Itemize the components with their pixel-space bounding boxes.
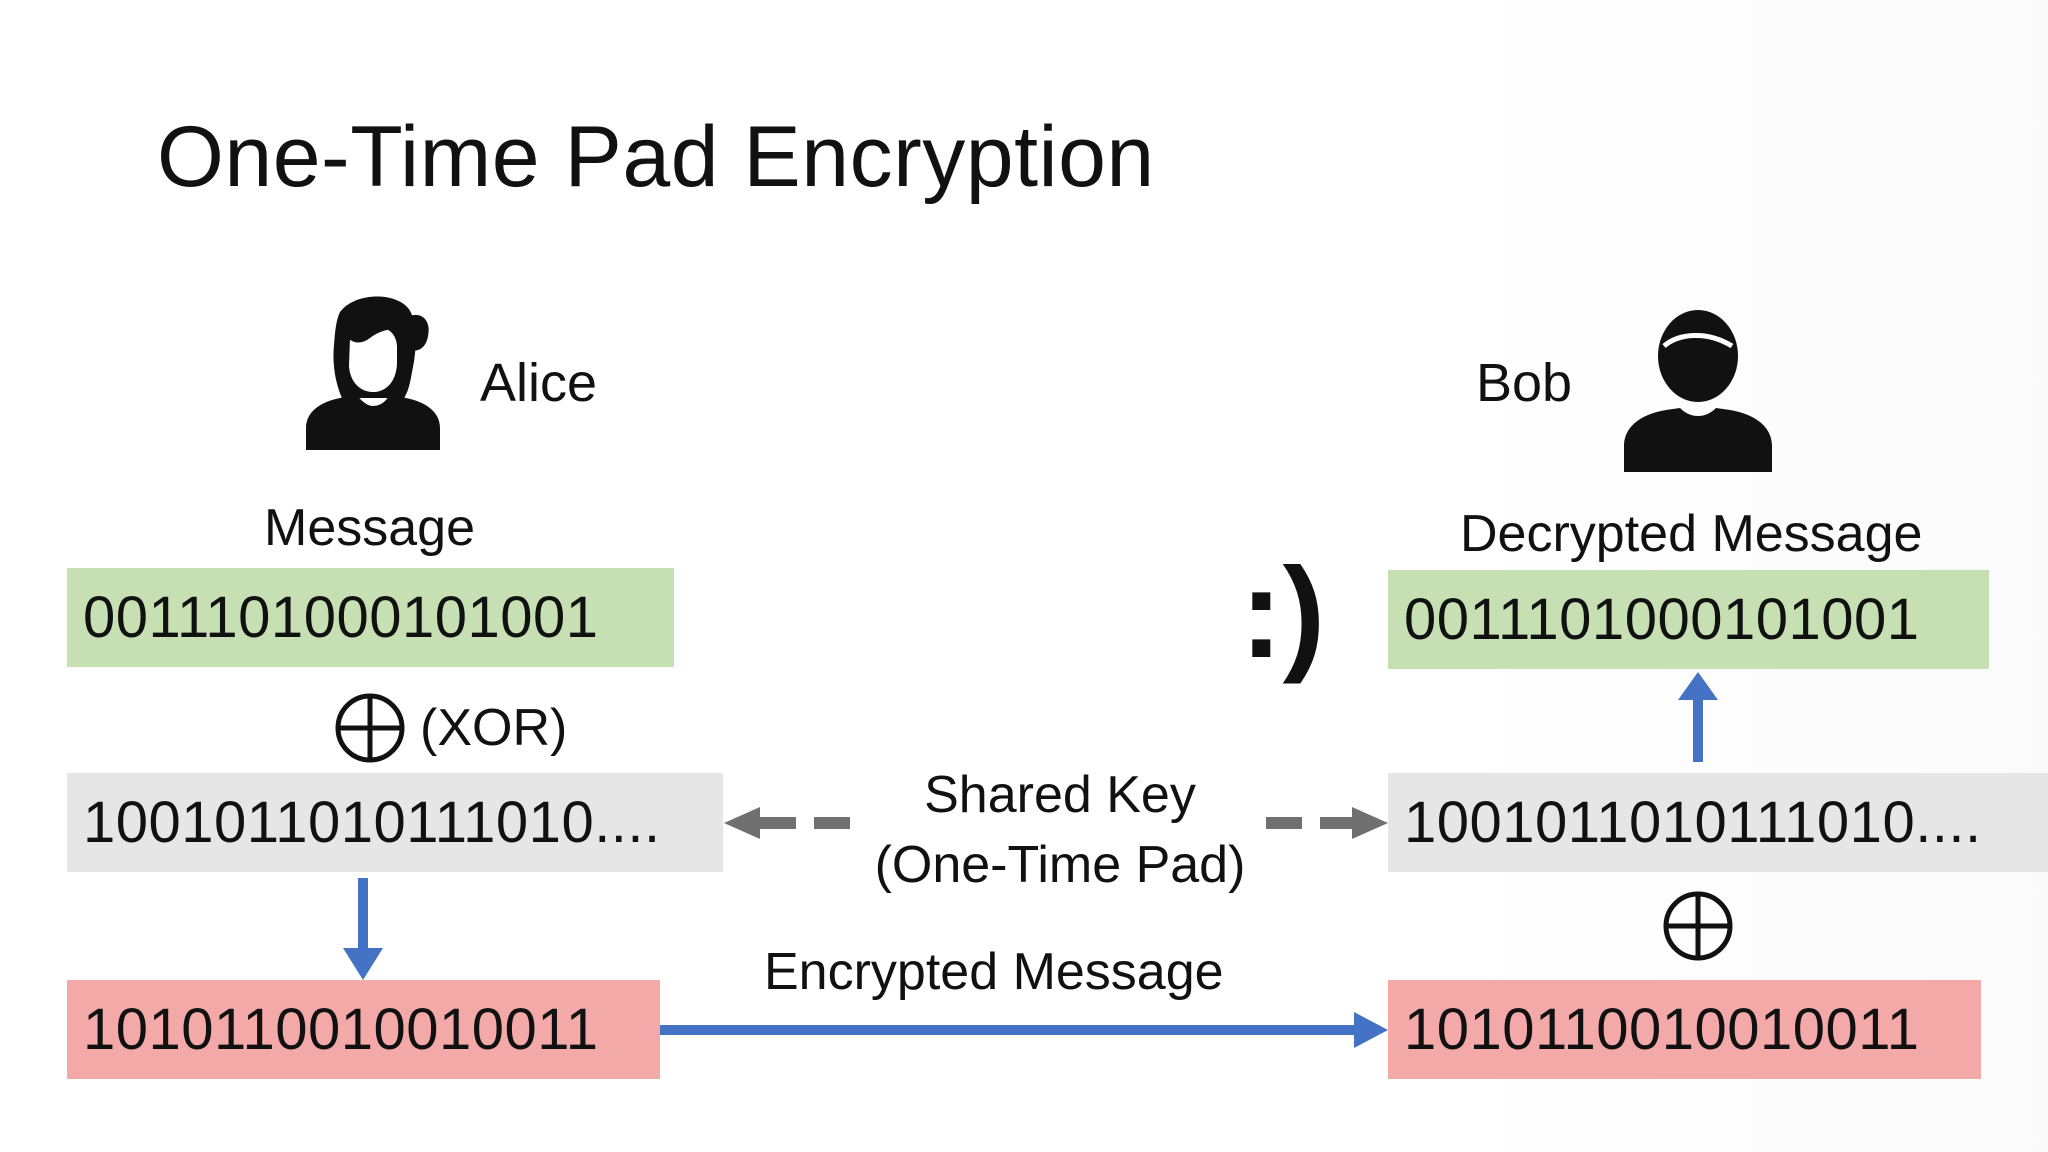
shared-key-to-bob-arrowhead	[1352, 807, 1388, 839]
alice-icon	[300, 290, 446, 450]
encrypted-transfer-arrowhead	[1354, 1012, 1388, 1048]
shared-key-line1: Shared Key	[924, 766, 1196, 824]
shared-key-to-alice-arrowhead	[724, 807, 760, 839]
message-label: Message	[264, 499, 475, 557]
xor-circle-plus-icon	[1663, 891, 1733, 961]
bob-encrypted-box: 1010110010010011	[1388, 980, 1981, 1079]
xor-circle-plus-icon	[335, 693, 405, 763]
slide-title: One-Time Pad Encryption	[157, 109, 1155, 205]
bob-xor	[1662, 890, 1734, 962]
alice-xor: (XOR)	[334, 692, 567, 764]
xor-label: (XOR)	[420, 699, 568, 757]
bob-name: Bob	[1476, 353, 1573, 413]
shared-key-label: Shared Key (One-Time Pad)	[860, 760, 1260, 900]
bob-key-box: 1001011010111010....	[1388, 773, 2048, 872]
bob-icon	[1620, 306, 1776, 472]
bob-decrypted-box: 0011101000101001	[1388, 570, 1989, 669]
smiley: :)	[1240, 542, 1326, 685]
alice-name: Alice	[480, 353, 598, 413]
alice-key-box: 1001011010111010....	[67, 773, 723, 872]
shared-key-line2: (One-Time Pad)	[874, 836, 1246, 894]
decrypted-message-label: Decrypted Message	[1460, 505, 1923, 563]
alice-encrypted-box: 1010110010010011	[67, 980, 660, 1079]
alice-message-box: 0011101000101001	[67, 568, 674, 667]
encrypted-message-label: Encrypted Message	[764, 943, 1224, 1001]
alice-key-arrowhead	[343, 948, 383, 980]
